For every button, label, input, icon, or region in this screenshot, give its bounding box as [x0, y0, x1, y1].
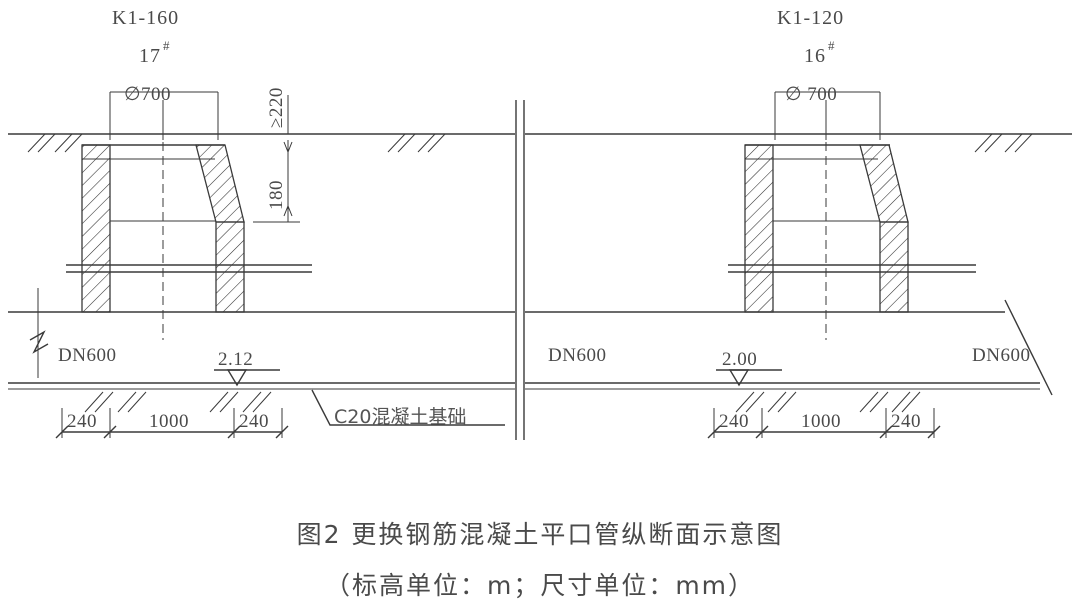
left-base-dim-right: 240 [239, 411, 269, 432]
left-elevation-marker [214, 369, 280, 387]
left-manhole-number: 17 [139, 45, 161, 67]
left-manhole-number-superscript: # [163, 38, 170, 53]
right-elevation-marker [716, 369, 782, 387]
right-section [525, 91, 1072, 439]
center-break-line [515, 100, 525, 440]
right-base-dim-center: 1000 [801, 411, 841, 432]
left-wall-height-label: 180 [266, 180, 287, 210]
right-invert-elevation: 2.00 [722, 349, 757, 370]
left-foundation-hatch [84, 391, 272, 413]
left-base-dim-left: 240 [67, 411, 97, 432]
left-riser-diameter-label: ∅700 [124, 84, 171, 105]
left-base-dimension-chain [55, 408, 289, 439]
right-pipe [525, 299, 1053, 396]
left-foundation-leader [311, 389, 505, 426]
right-manhole-number-superscript: # [828, 38, 835, 53]
left-depth-dimension [253, 95, 300, 223]
right-base-dim-left: 240 [719, 411, 749, 432]
left-pipe [8, 288, 515, 390]
right-station-label: K1-120 [777, 7, 844, 29]
right-foundation-hatch [735, 391, 921, 413]
left-section [8, 91, 515, 439]
right-ground-line [525, 133, 1072, 153]
left-manhole-structure [66, 100, 312, 340]
left-base-dim-center: 1000 [149, 411, 189, 432]
figure-caption-subtitle: （标高单位：m；尺寸单位：mm） [325, 571, 755, 600]
right-manhole-number: 16 [804, 45, 826, 67]
figure-caption-title: 图2 更换钢筋混凝土平口管纵断面示意图 [297, 520, 784, 549]
right-riser-diameter-label: ∅ 700 [785, 84, 837, 105]
left-cover-depth-label: ≥220 [266, 87, 287, 128]
right-base-dimension-chain [707, 408, 941, 439]
right-pipe-label-left: DN600 [548, 345, 606, 366]
left-pipe-label: DN600 [58, 345, 116, 366]
left-station-label: K1-160 [112, 7, 179, 29]
right-pipe-label-right: DN600 [972, 345, 1030, 366]
foundation-note: C20混凝土基础 [334, 406, 466, 428]
left-invert-elevation: 2.12 [218, 349, 253, 370]
right-base-dim-right: 240 [891, 411, 921, 432]
right-manhole-structure [728, 100, 976, 340]
